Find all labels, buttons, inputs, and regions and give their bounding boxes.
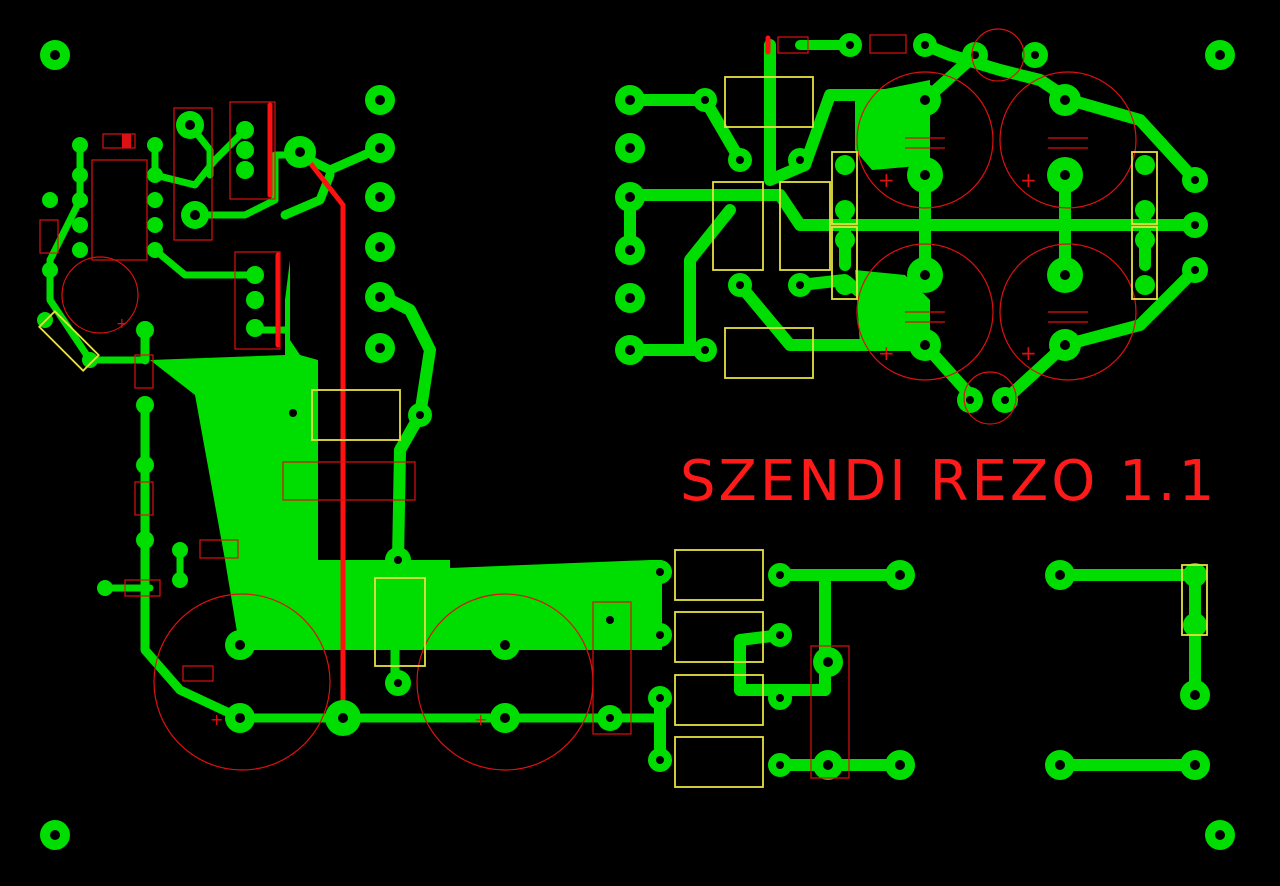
svg-text:+: + <box>210 710 223 729</box>
svg-text:+: + <box>474 710 487 729</box>
svg-text:+: + <box>878 168 895 192</box>
pads <box>37 33 1235 850</box>
svg-text:+: + <box>1020 341 1037 365</box>
board-title: SZENDI REZO 1.1 <box>680 449 1217 514</box>
svg-text:+: + <box>878 341 895 365</box>
svg-text:+: + <box>1020 168 1037 192</box>
silkscreen-yellow <box>38 76 1208 788</box>
top-layer-traces <box>267 35 771 721</box>
svg-text:+: + <box>116 316 128 332</box>
silkscreen-red: + + + + + + + <box>39 28 1137 779</box>
